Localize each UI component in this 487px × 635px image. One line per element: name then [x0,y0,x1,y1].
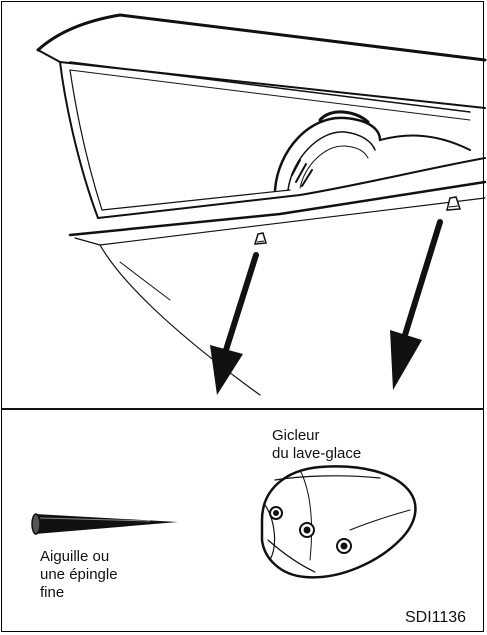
nozzle-caption-line-1: Gicleur [272,427,320,444]
needle-caption: Aiguille ou une épingle fine [40,548,118,602]
washer-nozzle-left [253,232,267,245]
needle-caption-line-1: Aiguille ou [40,548,110,565]
needle-caption-line-2: une épingle [40,566,118,583]
arrow-left [210,252,259,395]
needle-caption-line-3: fine [40,584,65,601]
car-rear-drawing [36,13,487,396]
figure-code: SDI1136 [405,609,467,626]
nozzle-caption-line-2: du lave-glace [272,445,362,462]
needle-drawing [31,513,178,535]
arrow-right [390,219,443,390]
nozzle-caption: Gicleur du lave-glace [272,427,361,463]
washer-nozzle-enlarged [260,465,417,579]
washer-nozzle-right [446,196,462,211]
